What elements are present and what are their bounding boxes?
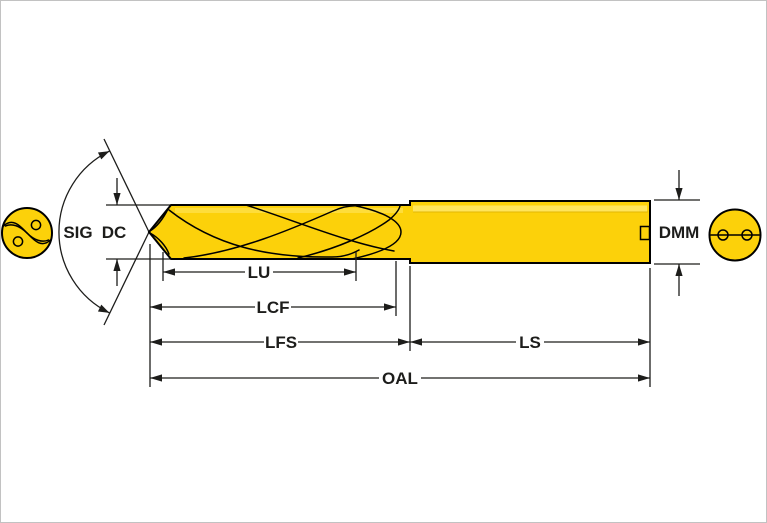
- lcf-dimension: LCF: [150, 261, 397, 317]
- shank-end-view: [708, 208, 762, 262]
- flute-spiral-line: [297, 205, 401, 259]
- lu-label: LU: [248, 263, 271, 282]
- sig-angle-dimension: SIG: [58, 138, 150, 326]
- tip-end-view: [1, 207, 53, 259]
- ls-dimension: LS: [410, 333, 650, 352]
- flute-highlight: [175, 208, 403, 213]
- flute-runout-line: [351, 204, 402, 260]
- coolant-hole: [30, 219, 42, 231]
- angle-line: [103, 231, 150, 326]
- tip-edge-line: [149, 232, 170, 255]
- dc-dimension: DC: [102, 178, 170, 286]
- dc-label: DC: [102, 223, 127, 242]
- angle-arc: [58, 150, 110, 314]
- lfs-dimension: LFS: [150, 266, 411, 352]
- ls-label: LS: [519, 333, 541, 352]
- tip-cutting-lip-line: [26, 232, 50, 242]
- lu-dimension: LU: [162, 252, 357, 282]
- arrowhead: [97, 304, 110, 313]
- flute-spiral-line: [245, 204, 395, 252]
- dmm-dimension: DMM: [654, 170, 700, 296]
- oal-dimension: OAL: [149, 244, 651, 388]
- lfs-label: LFS: [265, 333, 297, 352]
- oal-label: OAL: [382, 369, 418, 388]
- coolant-hole: [717, 229, 729, 241]
- sig-label: SIG: [63, 223, 92, 242]
- dmm-label: DMM: [659, 223, 700, 242]
- shank-drive-notch: [639, 225, 651, 241]
- angle-line: [103, 138, 150, 233]
- coolant-hole: [741, 229, 753, 241]
- tip-cutting-lip-line: [4, 224, 28, 234]
- tip-edge-line: [149, 208, 169, 232]
- shank-highlight: [413, 205, 647, 212]
- lcf-label: LCF: [256, 298, 289, 317]
- coolant-hole: [12, 236, 24, 247]
- drill-side-view: [147, 200, 651, 264]
- flute-spiral-line: [183, 205, 361, 259]
- arrowhead: [97, 151, 110, 160]
